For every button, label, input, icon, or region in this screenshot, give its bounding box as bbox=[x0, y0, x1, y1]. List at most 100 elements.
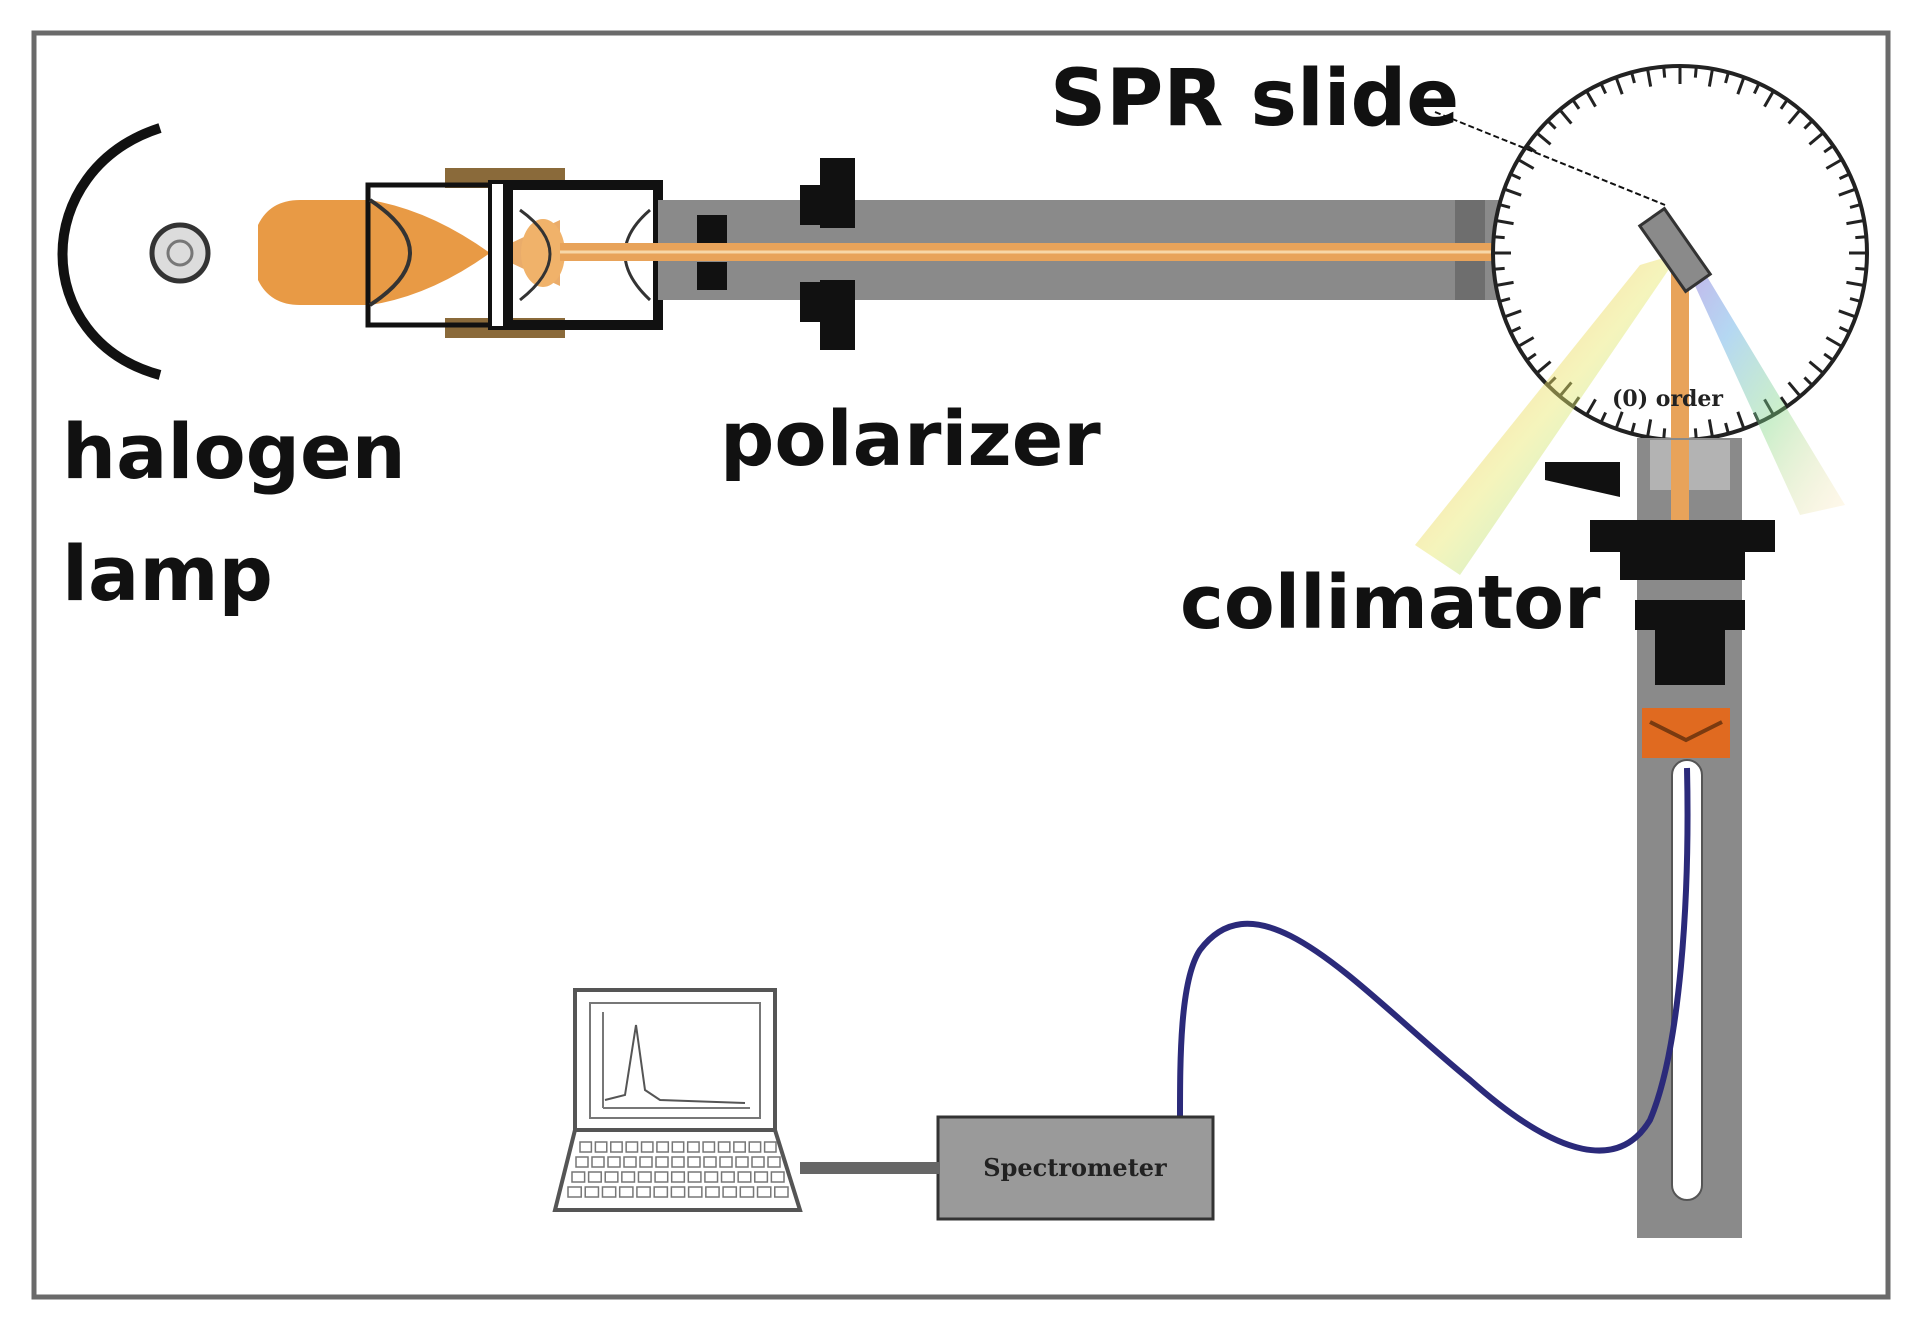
keyboard-key bbox=[720, 1171, 735, 1183]
dial-tick bbox=[1736, 411, 1746, 430]
dial-tick bbox=[1803, 376, 1814, 387]
dial-tick bbox=[1646, 68, 1653, 87]
halogen-lamp bbox=[57, 123, 211, 380]
dial-tick bbox=[1503, 187, 1522, 197]
keyboard-key bbox=[686, 1141, 700, 1153]
dial-tick bbox=[1585, 398, 1597, 416]
dial-tick bbox=[1779, 98, 1789, 110]
keyboard-key bbox=[737, 1171, 752, 1183]
dial-tick bbox=[1849, 297, 1862, 303]
keyboard-key bbox=[618, 1186, 634, 1198]
dial-tick bbox=[1525, 352, 1537, 362]
dial-tick bbox=[1646, 419, 1653, 438]
dial-tick bbox=[1693, 66, 1698, 78]
dial-tick bbox=[1662, 428, 1667, 440]
dial-tick bbox=[1779, 396, 1789, 408]
dial-tick bbox=[1707, 419, 1714, 438]
condenser-lens bbox=[258, 200, 370, 305]
dial-tick bbox=[1803, 119, 1814, 130]
keyboard-key bbox=[584, 1186, 600, 1198]
keyboard-key bbox=[604, 1171, 619, 1183]
keyboard-key bbox=[735, 1156, 749, 1168]
keyboard-key bbox=[591, 1156, 605, 1168]
dial-tick bbox=[1846, 280, 1865, 287]
dial-tick bbox=[1493, 235, 1505, 240]
keyboard-key bbox=[705, 1186, 720, 1198]
polarizer-mount bbox=[800, 158, 855, 350]
dial-tick bbox=[1498, 297, 1511, 303]
keyboard-key bbox=[567, 1186, 582, 1198]
collimator-label: collimator bbox=[1180, 560, 1601, 646]
keyboard-key bbox=[719, 1156, 733, 1168]
halogen-bulb-icon bbox=[149, 222, 211, 284]
keyboard-key bbox=[722, 1186, 738, 1198]
optical-fiber bbox=[1177, 767, 1691, 1154]
order-label: (0) order bbox=[1612, 386, 1723, 412]
keyboard-key bbox=[594, 1141, 608, 1153]
dial-tick bbox=[1509, 326, 1522, 334]
keyboard-key bbox=[670, 1186, 686, 1198]
dial-tick bbox=[1571, 98, 1581, 110]
keyboard-key bbox=[653, 1186, 669, 1198]
keyboard-key bbox=[687, 1171, 702, 1183]
keyboard-key bbox=[770, 1171, 785, 1183]
dial-tick bbox=[1525, 144, 1537, 154]
dial-tick bbox=[1855, 235, 1867, 240]
keyboard-key bbox=[579, 1141, 593, 1153]
keyboard-key bbox=[717, 1141, 731, 1153]
spectrometer-label: Spectrometer bbox=[983, 1153, 1167, 1182]
keyboard-key bbox=[640, 1141, 654, 1153]
keyboard-key bbox=[767, 1156, 781, 1168]
keyboard-key bbox=[751, 1156, 765, 1168]
condenser-assembly bbox=[258, 168, 663, 338]
dial-tick bbox=[1614, 411, 1624, 430]
keyboard-key bbox=[575, 1156, 589, 1168]
keyboard-key bbox=[756, 1186, 772, 1198]
keyboard-key bbox=[610, 1141, 623, 1153]
fiber-coupler bbox=[1642, 708, 1730, 758]
keyboard-key bbox=[754, 1171, 769, 1183]
keyboard-key bbox=[623, 1156, 637, 1168]
dial-tick bbox=[1825, 336, 1843, 348]
dial-tick bbox=[1509, 172, 1522, 180]
keyboard-key bbox=[601, 1186, 617, 1198]
keyboard-key bbox=[670, 1171, 686, 1183]
dial-tick bbox=[1707, 68, 1714, 87]
dial-tick bbox=[1823, 144, 1835, 154]
dial-tick bbox=[1693, 428, 1698, 440]
dial-tick bbox=[1825, 158, 1843, 170]
dial-tick bbox=[1808, 360, 1825, 375]
keyboard-key bbox=[774, 1186, 789, 1198]
keyboard-key bbox=[704, 1171, 719, 1183]
dial-tick bbox=[1838, 172, 1851, 180]
spr-slide-label: SPR slide bbox=[1050, 54, 1459, 144]
dial-tick bbox=[1585, 90, 1597, 108]
keyboard-key bbox=[655, 1156, 669, 1168]
spr-slide-prism bbox=[1637, 206, 1713, 294]
spectrometer-cable bbox=[800, 1162, 940, 1174]
dial-tick bbox=[1849, 203, 1862, 209]
dial-tick bbox=[1855, 266, 1867, 271]
dial-tick bbox=[1493, 266, 1505, 271]
dial-tick bbox=[1517, 158, 1535, 170]
dial-tick bbox=[1753, 82, 1761, 95]
keyboard-key bbox=[687, 1156, 701, 1168]
keyboard-key bbox=[703, 1156, 717, 1168]
dial-tick bbox=[1503, 309, 1522, 319]
dial-tick bbox=[1838, 326, 1851, 334]
collimator-mount bbox=[1545, 462, 1775, 685]
keyboard-key bbox=[733, 1141, 746, 1153]
dial-tick bbox=[1838, 309, 1857, 319]
halogen-lamp-label-line1: halogen bbox=[62, 407, 406, 496]
keyboard-key bbox=[625, 1141, 639, 1153]
reflected-spectrum-right bbox=[1680, 253, 1845, 515]
dial-tick bbox=[1823, 352, 1835, 362]
dial-tick bbox=[1517, 336, 1535, 348]
dial-tick bbox=[1599, 82, 1607, 95]
dial-tick bbox=[1787, 381, 1802, 398]
keyboard-key bbox=[748, 1141, 762, 1153]
keyboard-key bbox=[739, 1186, 755, 1198]
dial-tick bbox=[1495, 280, 1514, 287]
keyboard-key bbox=[702, 1141, 716, 1153]
